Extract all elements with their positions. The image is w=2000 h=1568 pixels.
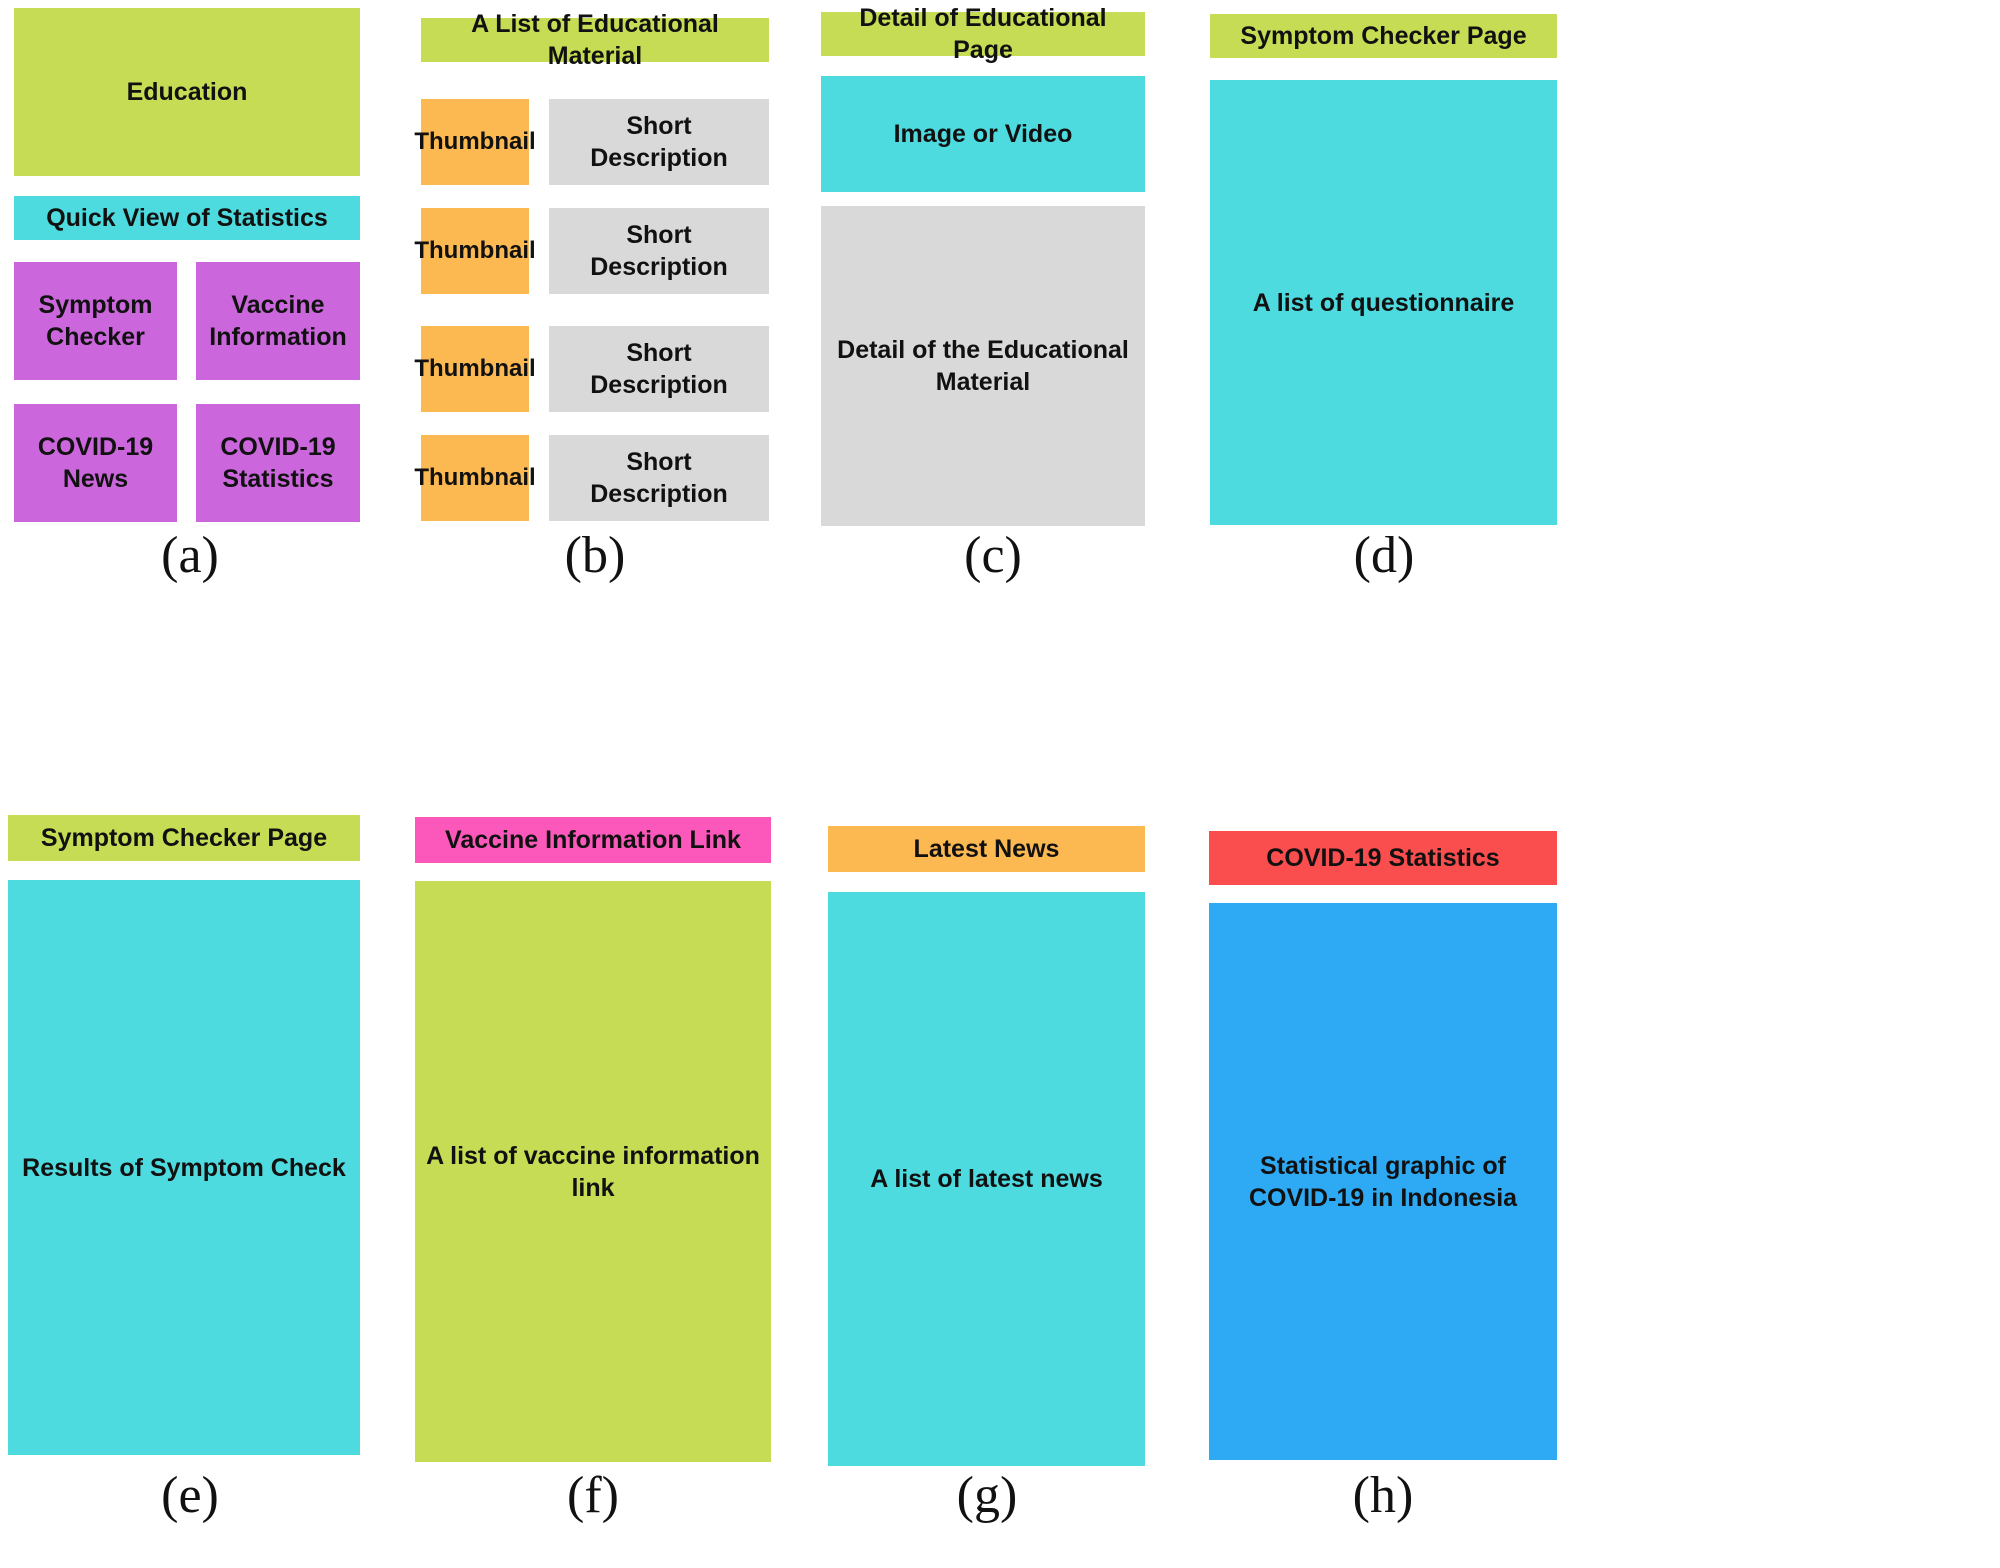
- panel-d-header: Symptom Checker Page: [1210, 14, 1557, 58]
- panel-b-header: A List of Educational Material: [421, 10, 769, 70]
- panel-d-questionnaire-body[interactable]: A list of questionnaire: [1210, 80, 1557, 525]
- panel-d-caption: (d): [1353, 527, 1415, 584]
- panel-b-row-3-description[interactable]: Short Description: [549, 326, 769, 412]
- panel-h-statistics-body[interactable]: Statistical graphic of COVID-19 in Indon…: [1209, 903, 1557, 1460]
- panel-b-row-4-description[interactable]: Short Description: [549, 435, 769, 521]
- panel-a-tile-covid-news[interactable]: COVID-19 News: [14, 404, 177, 522]
- panel-b-row-2-thumbnail[interactable]: Thumbnail: [414, 208, 536, 294]
- panel-b-row-2-description[interactable]: Short Description: [549, 208, 769, 294]
- panel-b-row-1-description[interactable]: Short Description: [549, 99, 769, 185]
- panel-g-news-body[interactable]: A list of latest news: [828, 892, 1145, 1466]
- panel-c-media-placeholder[interactable]: Image or Video: [821, 76, 1145, 192]
- panel-a-tile-symptom-checker[interactable]: Symptom Checker: [14, 262, 177, 380]
- panel-b-row-3-thumbnail[interactable]: Thumbnail: [414, 326, 536, 412]
- panel-f-caption: (f): [567, 1467, 619, 1524]
- panel-c-header: Detail of Educational Page: [821, 4, 1145, 64]
- panel-g-caption: (g): [956, 1467, 1018, 1524]
- panel-b-caption: (b): [564, 527, 626, 584]
- panel-a-hero-education[interactable]: Education: [14, 8, 360, 176]
- panel-e-header: Symptom Checker Page: [8, 815, 360, 861]
- panel-e-caption: (e): [161, 1467, 219, 1524]
- panel-b-row-1-thumbnail[interactable]: Thumbnail: [414, 99, 536, 185]
- panel-a-tile-vaccine-information[interactable]: Vaccine Information: [196, 262, 360, 380]
- panel-c-detail-body[interactable]: Detail of the Educational Material: [821, 206, 1145, 526]
- panel-f-header: Vaccine Information Link: [415, 817, 771, 863]
- panel-a-quick-view-statistics[interactable]: Quick View of Statistics: [14, 196, 360, 240]
- panel-c-caption: (c): [964, 527, 1022, 584]
- panel-a-caption: (a): [161, 527, 219, 584]
- panel-a-tile-covid-statistics[interactable]: COVID-19 Statistics: [196, 404, 360, 522]
- panel-g-header: Latest News: [828, 826, 1145, 872]
- panel-f-vaccine-link-body[interactable]: A list of vaccine information link: [415, 881, 771, 1462]
- panel-b-row-4-thumbnail[interactable]: Thumbnail: [414, 435, 536, 521]
- panel-h-caption: (h): [1352, 1467, 1414, 1524]
- panel-h-header: COVID-19 Statistics: [1209, 831, 1557, 885]
- panel-e-results-body[interactable]: Results of Symptom Check: [8, 880, 360, 1455]
